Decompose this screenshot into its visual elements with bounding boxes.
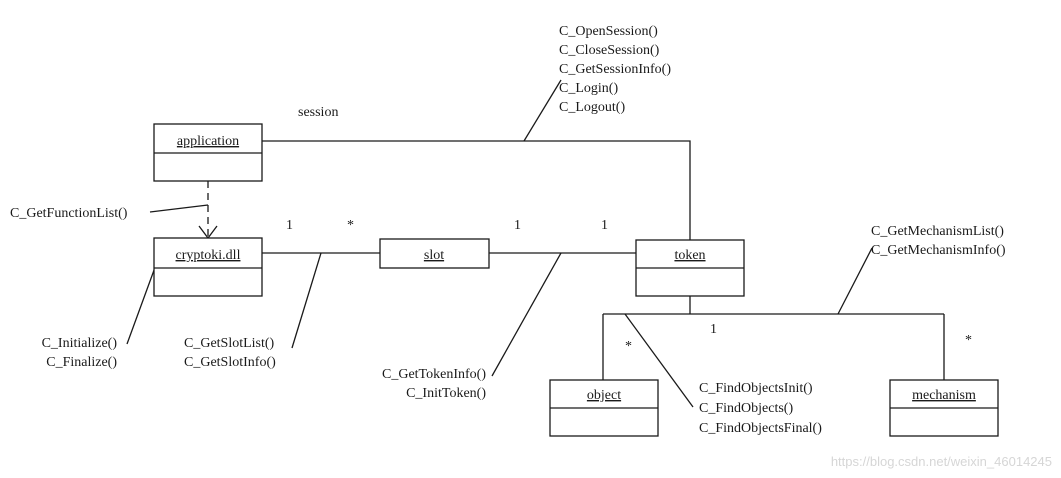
class-object: object	[549, 379, 659, 437]
slot-functions: C_GetSlotList() C_GetSlotInfo()	[184, 336, 276, 370]
class-token: token	[635, 239, 745, 297]
mult-cryptoki-slot-many: *	[347, 218, 354, 233]
mult-slot-token-right: 1	[601, 218, 608, 233]
token-func-1: C_GetTokenInfo()	[382, 367, 486, 382]
mult-object-many: *	[625, 339, 632, 354]
session-func-1: C_OpenSession()	[559, 24, 658, 39]
function-list-func: C_GetFunctionList()	[10, 206, 128, 221]
init-func-2: C_Finalize()	[46, 355, 117, 370]
slot-func-leader	[291, 252, 322, 349]
mechanism-func-leader	[837, 247, 873, 315]
token-func-2: C_InitToken()	[406, 386, 486, 401]
init-functions: C_Initialize() C_Finalize()	[42, 336, 118, 370]
class-application: application	[153, 123, 263, 182]
function-list-leader	[149, 204, 209, 213]
class-name-application: application	[177, 134, 239, 149]
session-association-line	[262, 140, 691, 240]
session-label: session	[298, 105, 338, 120]
mechanism-func-2: C_GetMechanismInfo()	[871, 243, 1006, 258]
watermark-text: https://blog.csdn.net/weixin_46014245	[831, 454, 1052, 469]
class-cryptoki: cryptoki.dll	[153, 237, 263, 297]
mult-token-children-one: 1	[710, 322, 717, 337]
session-func-2: C_CloseSession()	[559, 43, 660, 58]
objects-func-leader	[624, 313, 694, 408]
init-leader	[126, 261, 158, 345]
session-func-5: C_Logout()	[559, 100, 625, 115]
objects-func-1: C_FindObjectsInit()	[699, 381, 813, 396]
token-func-leader	[491, 252, 562, 377]
slot-func-1: C_GetSlotList()	[184, 336, 275, 351]
init-func-1: C_Initialize()	[42, 336, 118, 351]
class-name-cryptoki: cryptoki.dll	[176, 248, 241, 263]
mechanism-func-1: C_GetMechanismList()	[871, 224, 1004, 239]
objects-func-2: C_FindObjects()	[699, 401, 793, 416]
session-func-4: C_Login()	[559, 81, 618, 96]
session-functions: C_OpenSession() C_CloseSession() C_GetSe…	[559, 24, 671, 115]
class-name-slot: slot	[424, 248, 444, 263]
mult-cryptoki-slot-one: 1	[286, 218, 293, 233]
objects-functions: C_FindObjectsInit() C_FindObjects() C_Fi…	[699, 381, 822, 436]
session-func-3: C_GetSessionInfo()	[559, 62, 671, 77]
mult-mechanism-many: *	[965, 333, 972, 348]
class-name-mechanism: mechanism	[912, 388, 976, 403]
class-mechanism: mechanism	[889, 379, 999, 437]
slot-func-2: C_GetSlotInfo()	[184, 355, 276, 370]
connectors	[126, 79, 945, 408]
session-leader	[523, 79, 562, 142]
class-slot: slot	[379, 238, 490, 269]
mult-slot-token-left: 1	[514, 218, 521, 233]
token-functions: C_GetTokenInfo() C_InitToken()	[382, 367, 486, 401]
objects-func-3: C_FindObjectsFinal()	[699, 421, 822, 436]
class-name-object: object	[587, 388, 621, 403]
mechanism-functions: C_GetMechanismList() C_GetMechanismInfo(…	[871, 224, 1006, 258]
class-name-token: token	[674, 248, 705, 263]
